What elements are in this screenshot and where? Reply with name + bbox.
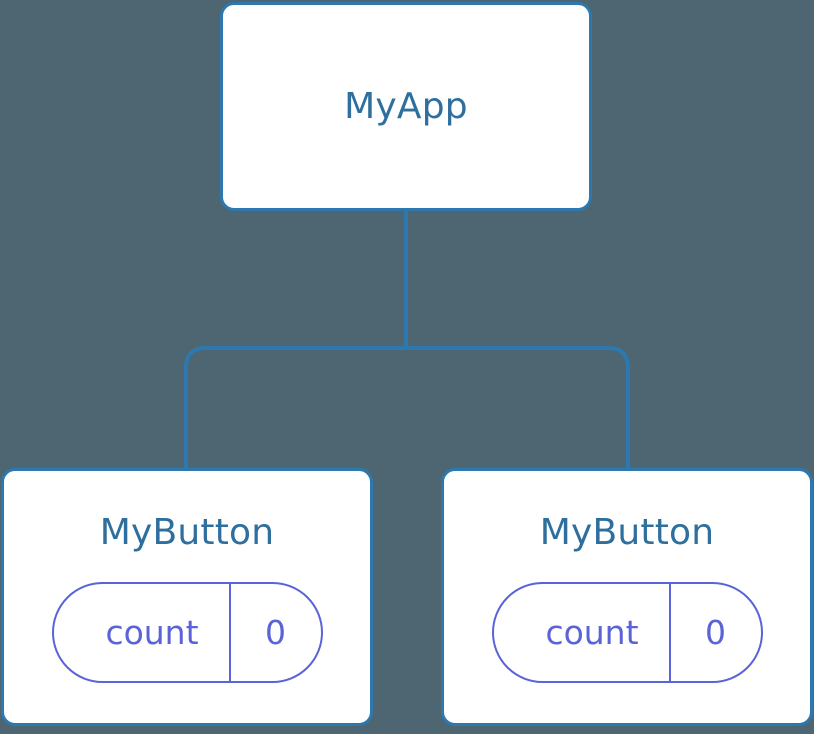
state-key-label: count bbox=[105, 613, 199, 652]
component-node-label: MyApp bbox=[344, 85, 468, 127]
state-value-label: 0 bbox=[705, 613, 726, 652]
state-divider bbox=[228, 584, 231, 681]
component-node-myapp[interactable]: MyApp bbox=[220, 2, 592, 211]
component-node-label: MyButton bbox=[99, 512, 275, 553]
component-node-mybutton-2[interactable]: MyButton count 0 bbox=[441, 468, 813, 726]
state-key-label: count bbox=[545, 613, 639, 652]
state-pill[interactable]: count 0 bbox=[491, 582, 763, 683]
state-pill[interactable]: count 0 bbox=[51, 582, 323, 683]
connector-children-bus bbox=[184, 346, 630, 470]
state-divider bbox=[668, 584, 671, 681]
component-node-label: MyButton bbox=[539, 512, 715, 553]
state-value-label: 0 bbox=[265, 613, 286, 652]
component-node-mybutton-1[interactable]: MyButton count 0 bbox=[1, 468, 373, 726]
